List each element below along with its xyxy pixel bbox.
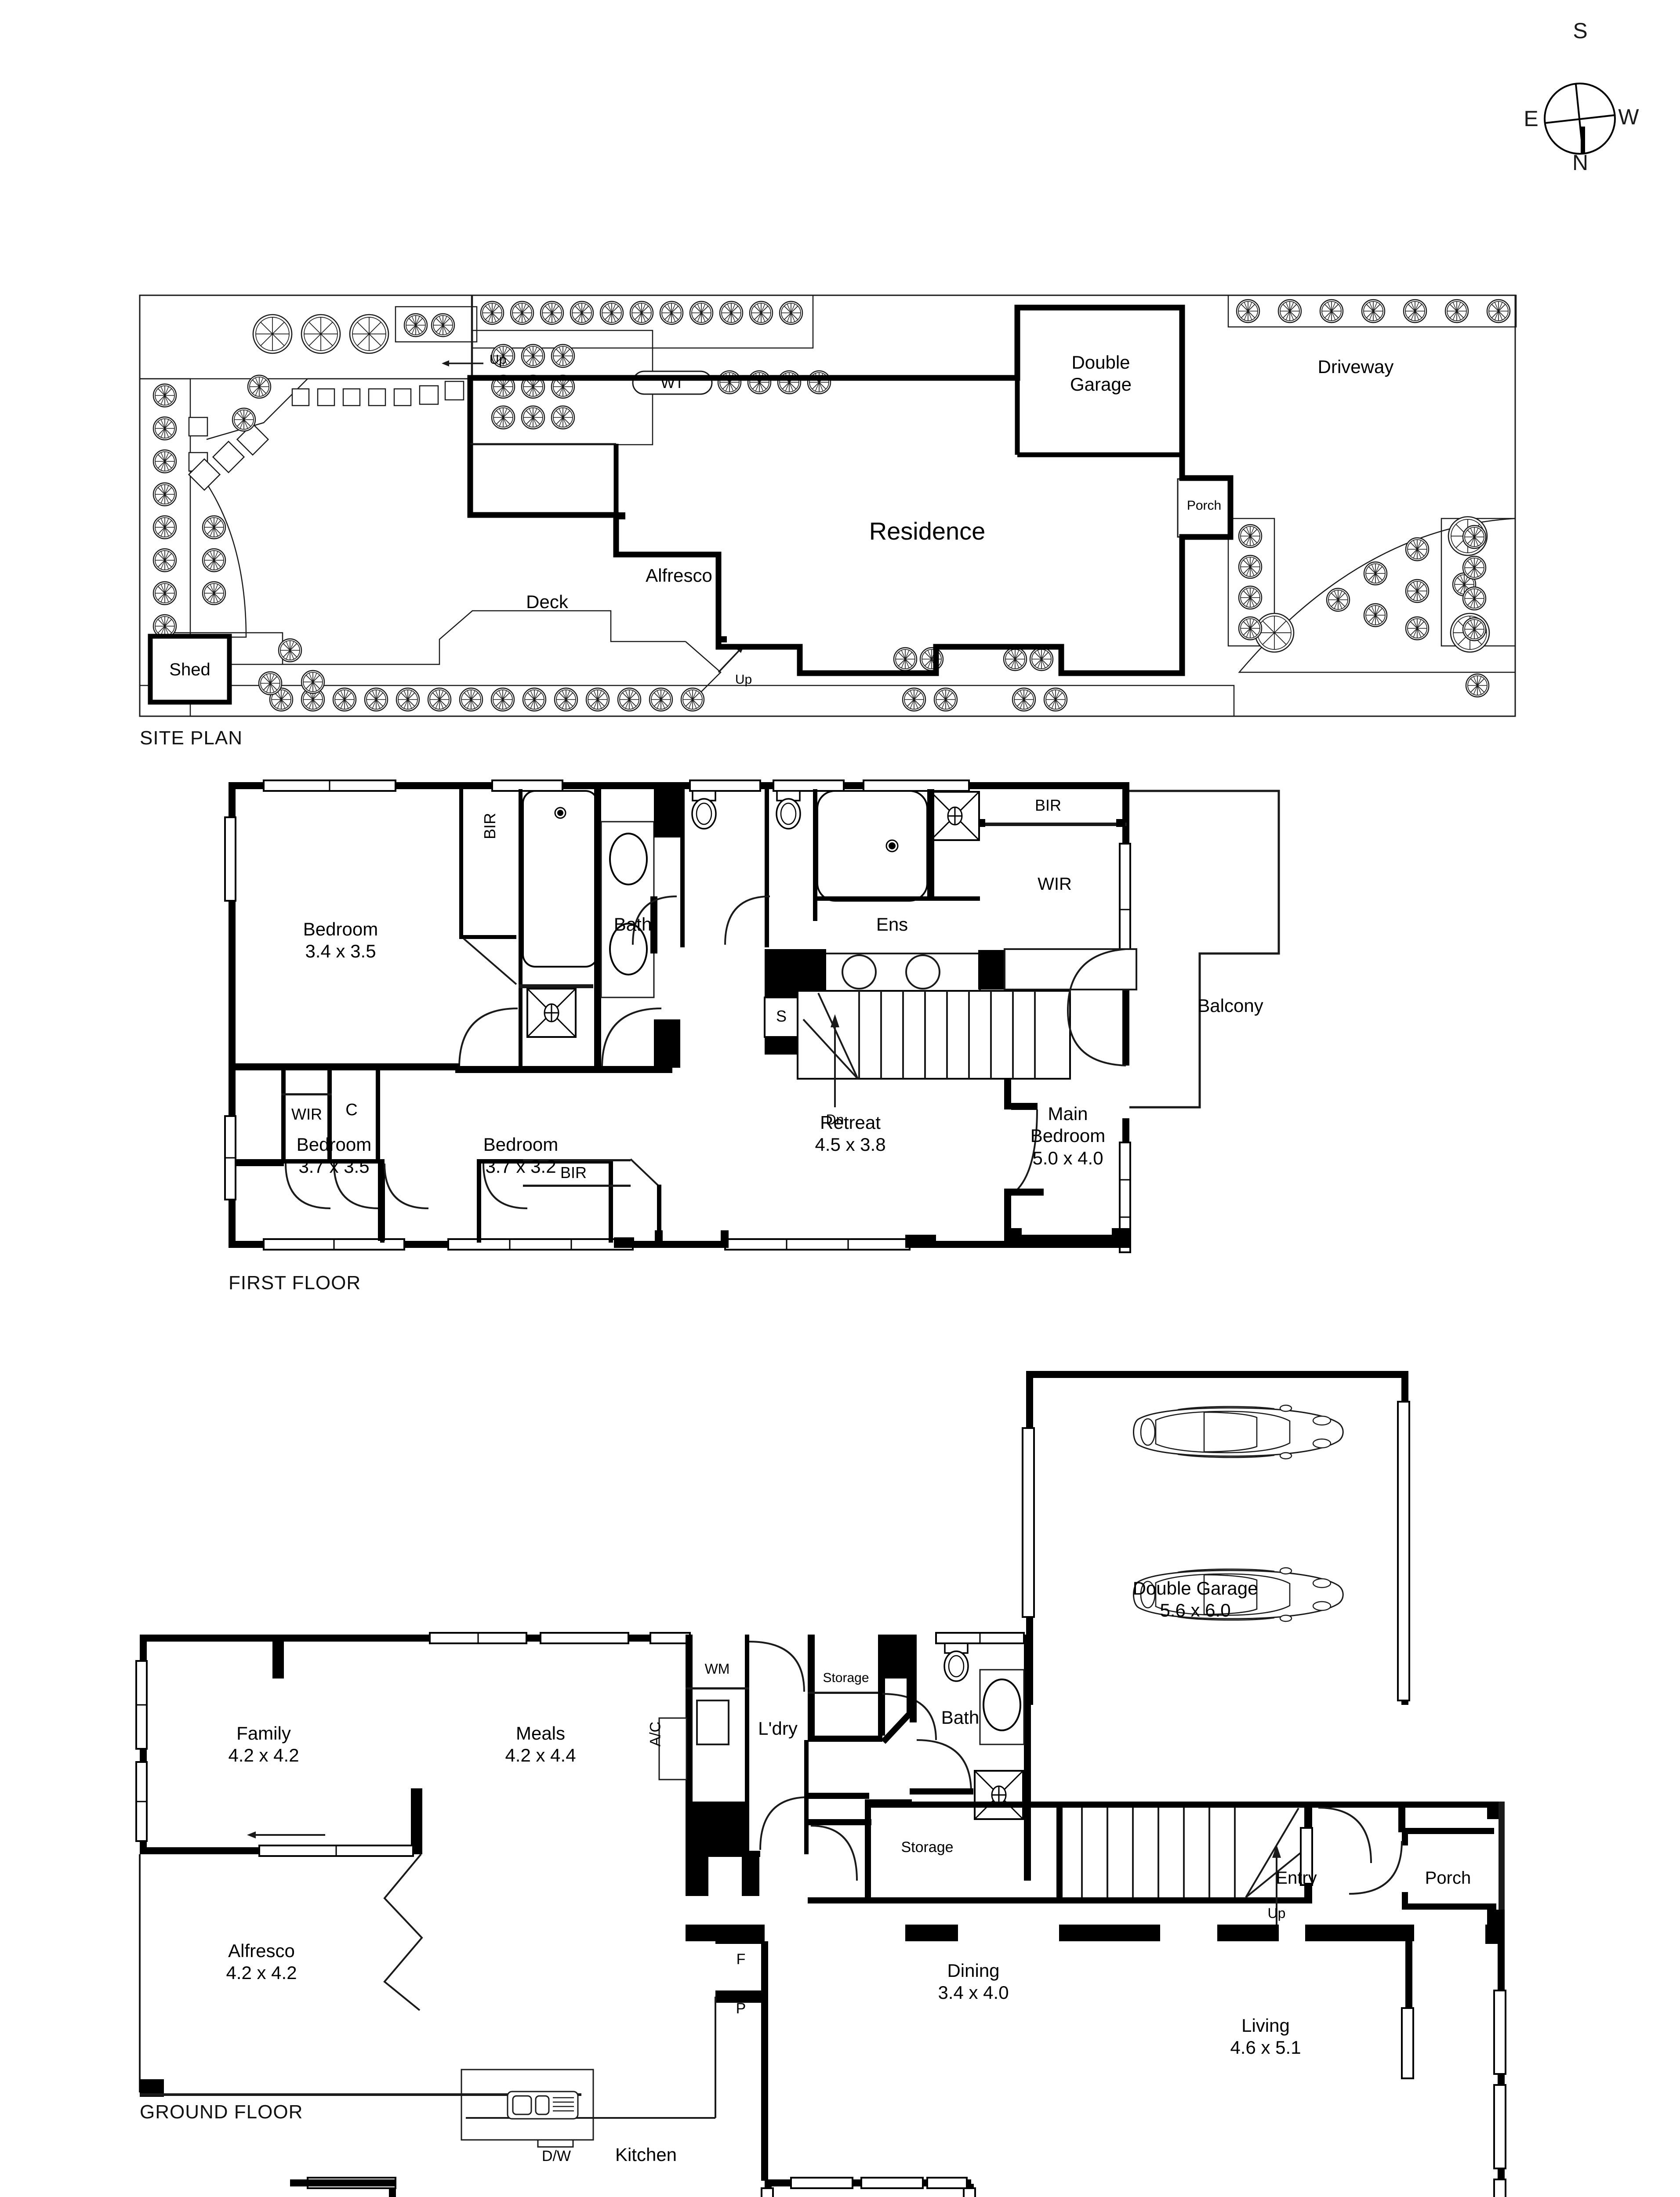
site-up-top-label: Up [489, 352, 507, 367]
first-floor-drawing [224, 779, 1280, 1253]
site-deck-label: Deck [526, 591, 568, 612]
room-bedroom-2: Bedroom 3.7 x 3.5 [297, 1134, 371, 1178]
room-dining-dims: 3.4 x 4.0 [938, 1982, 1009, 2003]
label-bath-ff: Bath [613, 914, 652, 935]
label-bir-main: BIR [1034, 796, 1062, 814]
label-washing-machine: WM [704, 1661, 730, 1677]
site-porch-label: Porch [1187, 498, 1222, 513]
ground-floor-drawing [135, 1371, 1506, 2197]
room-bedroom-2-name: Bedroom [296, 1134, 372, 1155]
room-bedroom-1-name: Bedroom [303, 919, 378, 939]
label-fridge: F [736, 1951, 746, 1968]
compass-east-label: E [1524, 106, 1538, 131]
site-shed-label: Shed [169, 660, 210, 679]
ground-floor-section: GROUND FLOOR Family 4.2 x 4.2 Meals 4.2 … [0, 1353, 1680, 2197]
site-plan-drawing [139, 294, 1517, 717]
site-residence-label: Residence [869, 517, 986, 545]
compass-rose: S N E W [1463, 18, 1648, 193]
room-family-dims: 4.2 x 4.2 [228, 1745, 299, 1766]
label-dishwasher: D/W [541, 2148, 571, 2164]
site-plan-section: SITE PLAN Residence Double Garage Drivew… [0, 0, 1680, 773]
label-store-ff: S [776, 1007, 787, 1025]
room-main-bedroom: Main Bedroom 5.0 x 4.0 [1030, 1103, 1105, 1169]
label-wir-main: WIR [1038, 874, 1072, 894]
room-family: Family 4.2 x 4.2 [228, 1722, 299, 1767]
room-main-bedroom-dims: 5.0 x 4.0 [1032, 1147, 1103, 1168]
label-storage-lower: Storage [901, 1839, 954, 1856]
label-pantry: P [736, 2000, 746, 2017]
room-double-garage: Double Garage 5.6 x 6.0 [1133, 1577, 1258, 1622]
compass-north-label: N [1572, 150, 1589, 175]
label-air-conditioner: A/C [647, 1722, 664, 1747]
label-down-stairs: Dn [826, 1112, 844, 1128]
room-living-dims: 4.6 x 5.1 [1230, 2037, 1301, 2058]
room-retreat-name: Retreat [820, 1112, 881, 1133]
room-meals: Meals 4.2 x 4.4 [505, 1722, 576, 1767]
room-alfresco: Alfresco 4.2 x 4.2 [226, 1940, 297, 1984]
first-floor-section: FIRST FLOOR Bedroom 3.4 x 3.5 Bedroom 3.… [0, 765, 1680, 1389]
site-alfresco-label: Alfresco [646, 565, 712, 586]
site-plan-title: SITE PLAN [140, 727, 243, 749]
room-bedroom-3-name: Bedroom [483, 1134, 559, 1155]
room-main-bedroom-name: Main Bedroom [1030, 1103, 1106, 1146]
room-retreat: Retreat 4.5 x 3.8 [815, 1112, 885, 1156]
room-alfresco-name: Alfresco [228, 1940, 295, 1961]
room-bedroom-1: Bedroom 3.4 x 3.5 [303, 918, 378, 963]
site-driveway-label: Driveway [1317, 356, 1394, 377]
room-dining-name: Dining [947, 1960, 1000, 1981]
room-family-name: Family [236, 1723, 291, 1744]
room-bedroom-3-dims: 3.7 x 3.2 [485, 1156, 556, 1177]
compass-south-label: S [1573, 18, 1588, 43]
room-meals-name: Meals [515, 1723, 566, 1744]
label-bath-gf: Bath [941, 1707, 980, 1728]
label-cupboard: C [345, 1101, 358, 1119]
label-kitchen: Kitchen [615, 2144, 677, 2165]
site-double-garage-label: Double Garage [1070, 352, 1132, 395]
room-bedroom-2-dims: 3.7 x 3.5 [298, 1156, 370, 1177]
ground-floor-title: GROUND FLOOR [140, 2101, 303, 2123]
label-up-stairs: Up [1267, 1905, 1286, 1921]
room-bedroom-3: Bedroom 3.7 x 3.2 [483, 1134, 558, 1178]
room-living: Living 4.6 x 5.1 [1230, 2015, 1301, 2059]
site-water-tank-label: WT [660, 375, 684, 392]
label-storage-upper: Storage [823, 1671, 869, 1685]
label-bir-bedroom-3: BIR [560, 1164, 587, 1182]
label-laundry: L'dry [758, 1718, 798, 1739]
room-retreat-dims: 4.5 x 3.8 [815, 1134, 886, 1155]
compass-west-label: W [1618, 105, 1639, 129]
label-porch-gf: Porch [1425, 1868, 1471, 1888]
label-balcony: Balcony [1197, 995, 1263, 1016]
label-bir-bedroom-1: BIR [481, 813, 499, 840]
room-alfresco-dims: 4.2 x 4.2 [226, 1962, 297, 1983]
room-meals-dims: 4.2 x 4.4 [505, 1745, 576, 1766]
compass-icon [1544, 83, 1616, 155]
first-floor-title: FIRST FLOOR [229, 1272, 361, 1294]
label-entry: Entry [1276, 1868, 1317, 1888]
label-ens: Ens [876, 914, 908, 935]
label-wir-small: WIR [291, 1105, 322, 1123]
room-living-name: Living [1241, 2015, 1290, 2036]
room-double-garage-name: Double Garage [1132, 1578, 1258, 1599]
room-dining: Dining 3.4 x 4.0 [938, 1960, 1009, 2004]
room-bedroom-1-dims: 3.4 x 3.5 [305, 941, 376, 962]
site-up-bottom-label: Up [735, 672, 752, 687]
room-double-garage-dims: 5.6 x 6.0 [1160, 1600, 1231, 1621]
